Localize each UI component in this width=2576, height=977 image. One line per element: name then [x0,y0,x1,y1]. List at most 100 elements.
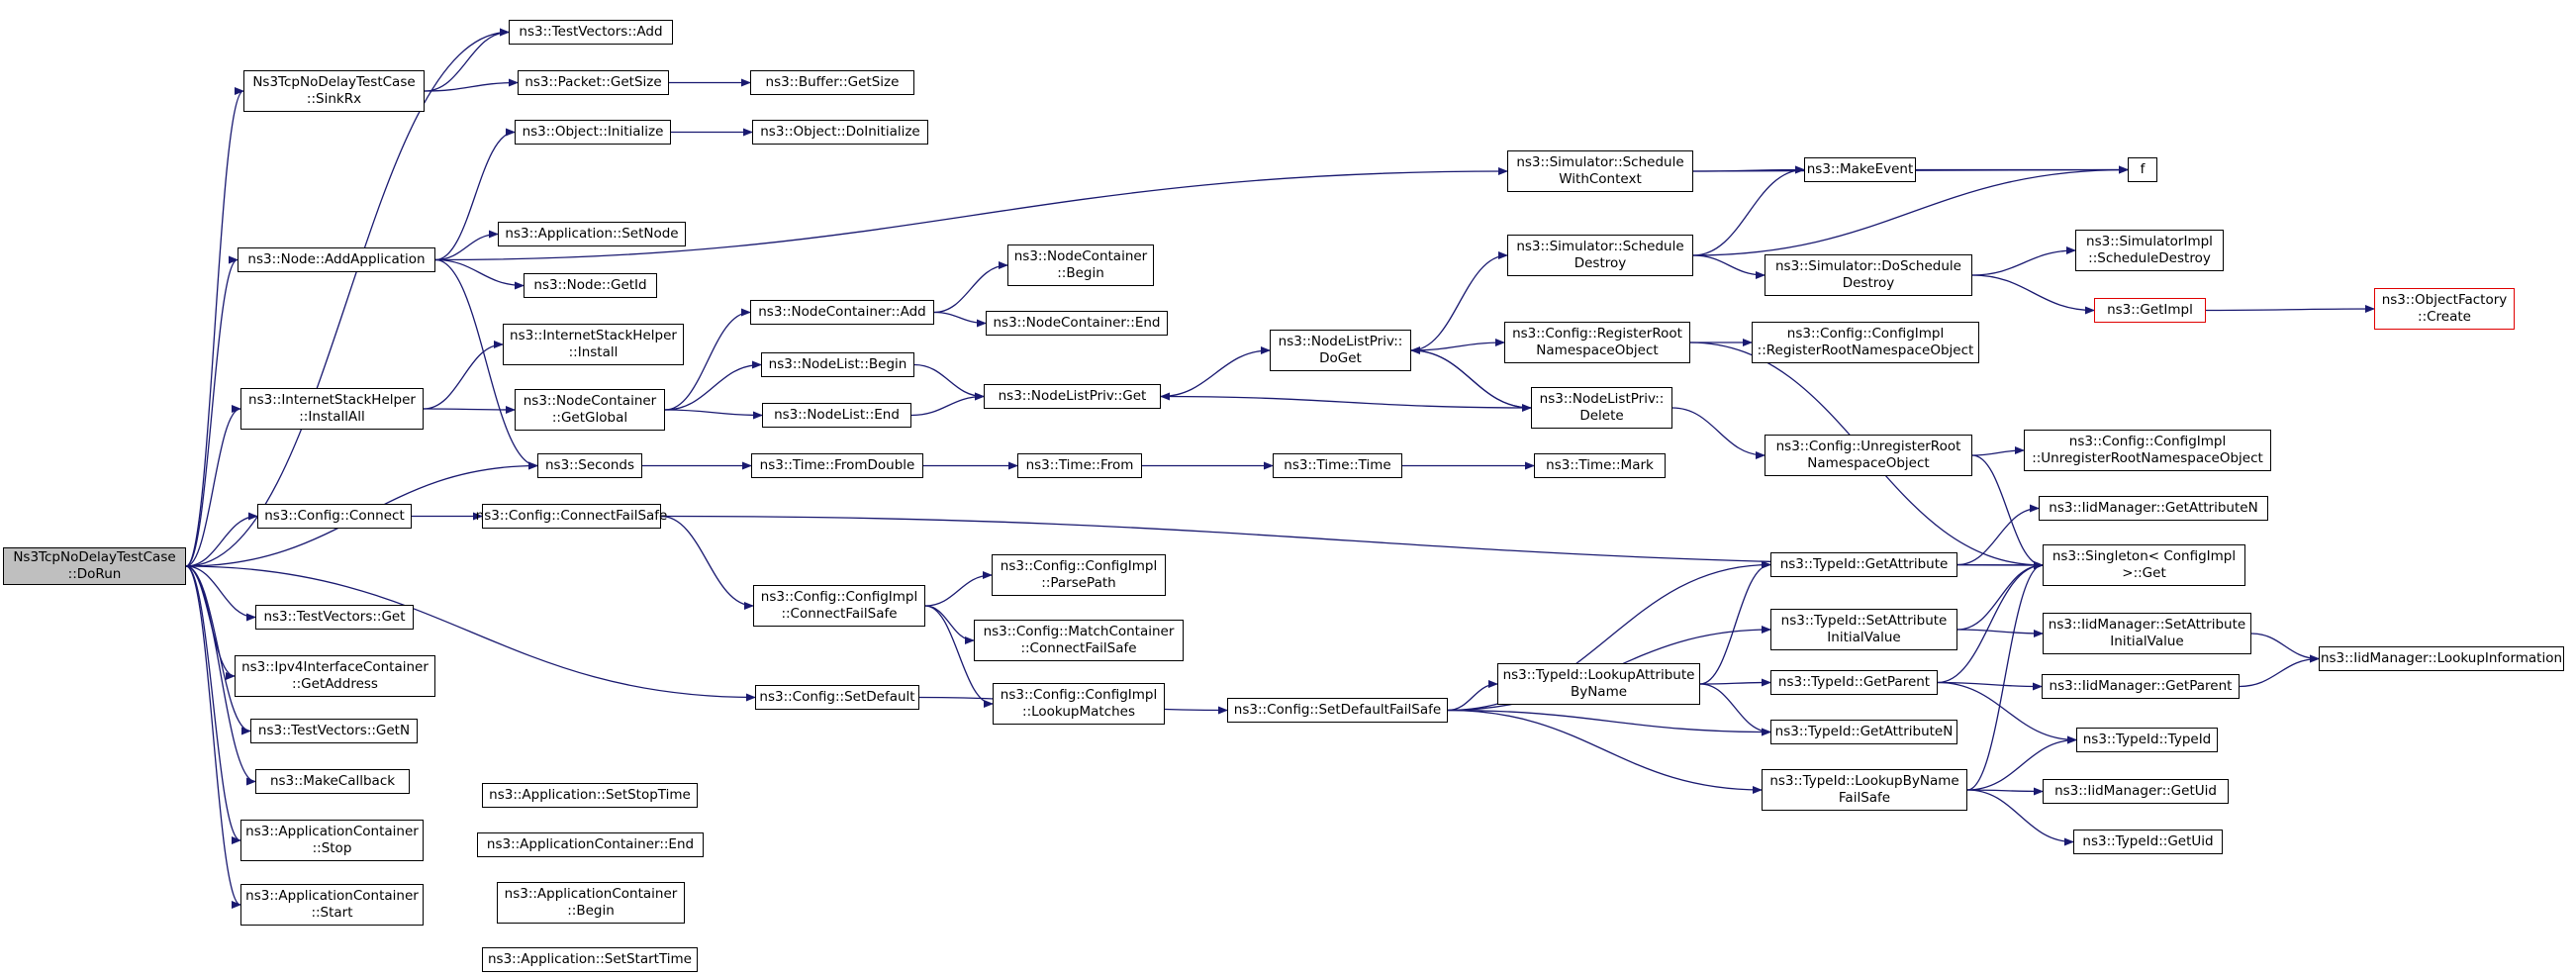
node-label: ns3::Config::SetDefaultFailSafe [1233,702,1442,718]
node-cfgimplparse[interactable]: ns3::Config::ConfigImpl::ParsePath [992,554,1166,596]
node-ishinstallall[interactable]: ns3::InternetStackHelper::InstallAll [240,388,424,430]
node-label: ns3::TypeId::GetAttributeN [1774,724,1954,739]
node-label: ::ConnectFailSafe [781,606,898,622]
node-cfgconnectfs[interactable]: ns3::Config::ConnectFailSafe [476,504,667,529]
node-ipv4getaddr[interactable]: ns3::Ipv4InterfaceContainer::GetAddress [235,655,435,697]
edge-nlpget-to-nlpdoget [1160,346,1271,398]
node-iidgetuid[interactable]: ns3::IidManager::GetUid [2043,779,2229,804]
node-cfgimplunreg[interactable]: ns3::Config::ConfigImpl::UnregisterRootN… [2024,430,2271,471]
node-appsetstart[interactable]: ns3::Application::SetStartTime [482,947,698,972]
node-label: ns3::Application::SetStartTime [488,951,692,967]
node-acstop[interactable]: ns3::ApplicationContainer::Stop [240,820,424,861]
node-bufsize[interactable]: ns3::Buffer::GetSize [750,70,914,95]
node-label: ns3::TestVectors::Get [263,609,406,625]
edge-root-to-ishinstallall [185,405,241,567]
node-cfgsetdefault[interactable]: ns3::Config::SetDefault [755,685,919,710]
node-fromdouble[interactable]: ns3::Time::FromDouble [751,453,923,478]
node-acstart[interactable]: ns3::ApplicationContainer::Start [240,884,424,926]
node-label: ns3::Config::ConfigImpl [1786,326,1945,342]
node-objdoinit[interactable]: ns3::Object::DoInitialize [752,120,928,145]
node-nlpdelete[interactable]: ns3::NodeListPriv::Delete [1531,387,1672,429]
node-label: ns3::TestVectors::GetN [257,723,411,738]
node-timefrom[interactable]: ns3::Time::From [1017,453,1142,478]
node-ishinstall[interactable]: ns3::InternetStackHelper::Install [503,324,684,365]
node-label: ::LookupMatches [1022,704,1135,720]
node-nlpget[interactable]: ns3::NodeListPriv::Get [984,384,1161,409]
node-nlpdoget[interactable]: ns3::NodeListPriv::DoGet [1270,330,1411,371]
node-label: ns3::NodeListPriv:: [1278,334,1403,349]
node-label: ns3::MakeEvent [1806,161,1914,177]
edge-tidgetparent-to-singleton [1937,561,2044,684]
node-timemark[interactable]: ns3::Time::Mark [1534,453,1666,478]
node-appsetnode[interactable]: ns3::Application::SetNode [498,222,686,246]
node-nlbegin[interactable]: ns3::NodeList::Begin [761,352,914,377]
node-label: ns3::Config::ConfigImpl [1000,687,1158,703]
node-label: ns3::NodeContainer::End [993,315,1161,331]
node-tidtypeid[interactable]: ns3::TypeId::TypeId [2076,728,2218,752]
node-label: ns3::SimulatorImpl [2086,234,2213,249]
node-tidgetparent[interactable]: ns3::TypeId::GetParent [1770,670,1938,695]
node-tidgetattr[interactable]: ns3::TypeId::GetAttribute [1770,552,1957,577]
edge-ncgetglobal-to-nlend [664,409,763,420]
edge-addapp-to-appsetnode [434,230,499,261]
node-acbegin[interactable]: ns3::ApplicationContainer::Begin [497,882,685,924]
node-makeevent[interactable]: ns3::MakeEvent [1804,157,1916,182]
node-label: ns3::IidManager::GetUid [2054,783,2217,799]
node-cfgimplconnectfs[interactable]: ns3::Config::ConfigImpl::ConnectFailSafe [753,585,925,627]
node-iidgetparent[interactable]: ns3::IidManager::GetParent [2042,674,2240,699]
node-label: ns3::TestVectors::Add [519,24,663,40]
node-label: ::Install [568,344,619,360]
node-matchcontainer[interactable]: ns3::Config::MatchContainer::ConnectFail… [974,620,1184,661]
node-simimplsched[interactable]: ns3::SimulatorImpl::ScheduleDestroy [2075,230,2224,271]
node-tvgetn[interactable]: ns3::TestVectors::GetN [250,719,418,743]
node-sinkrx[interactable]: Ns3TcpNoDelayTestCase::SinkRx [243,70,425,112]
node-objinit[interactable]: ns3::Object::Initialize [515,120,671,145]
node-tidgetuid[interactable]: ns3::TypeId::GetUid [2073,830,2223,854]
node-iidlookupinfo[interactable]: ns3::IidManager::LookupInformation [2319,646,2564,671]
node-singleton[interactable]: ns3::Singleton< ConfigImpl>::Get [2043,544,2245,586]
node-ncgetglobal[interactable]: ns3::NodeContainer::GetGlobal [515,389,665,431]
node-addapp[interactable]: ns3::Node::AddApplication [238,247,435,272]
node-tvget[interactable]: ns3::TestVectors::Get [255,605,414,630]
node-label: ::Stop [312,840,352,856]
node-cfgsetdefaultfs[interactable]: ns3::Config::SetDefaultFailSafe [1227,698,1448,723]
node-iidgetattrn[interactable]: ns3::IidManager::GetAttributeN [2039,496,2268,521]
node-ncend[interactable]: ns3::NodeContainer::End [986,311,1168,336]
node-ncbegin[interactable]: ns3::NodeContainer::Begin [1007,244,1154,286]
node-cfgimpllookup[interactable]: ns3::Config::ConfigImpl::LookupMatches [993,683,1165,725]
node-label: >::Get [2122,565,2166,581]
edge-root-to-acstart [185,565,241,909]
node-getimpl[interactable]: ns3::GetImpl [2094,298,2206,323]
node-appsetstop[interactable]: ns3::Application::SetStopTime [482,783,698,808]
node-nodegetid[interactable]: ns3::Node::GetId [524,273,657,298]
node-acend[interactable]: ns3::ApplicationContainer::End [477,832,704,857]
node-ncadd[interactable]: ns3::NodeContainer::Add [750,300,934,325]
node-tvadd[interactable]: ns3::TestVectors::Add [509,20,673,45]
node-cfgimplreg[interactable]: ns3::Config::ConfigImpl::RegisterRootNam… [1752,322,1979,363]
node-timetime[interactable]: ns3::Time::Time [1273,453,1402,478]
node-label: ns3::NodeListPriv:: [1539,391,1665,407]
node-f[interactable]: f [2128,157,2157,182]
node-seconds[interactable]: ns3::Seconds [537,453,642,478]
node-nlend[interactable]: ns3::NodeList::End [762,403,911,428]
node-label: ::SinkRx [306,91,362,107]
node-cfgconnect[interactable]: ns3::Config::Connect [257,504,412,529]
edge-cfgimplconnectfs-to-cfgimplparse [924,571,993,607]
node-tidgetattrn[interactable]: ns3::TypeId::GetAttributeN [1770,720,1957,744]
node-label: ::ConnectFailSafe [1020,640,1137,656]
edge-tidsetattrinit-to-singleton [1956,561,2044,631]
node-makecallback[interactable]: ns3::MakeCallback [255,769,410,794]
edge-tidgetparent-to-tidtypeid [1937,681,2077,744]
edge-nlpdelete-to-cfgunregroot [1671,407,1765,459]
node-pktsize[interactable]: ns3::Packet::GetSize [518,70,669,95]
node-objfactcreate[interactable]: ns3::ObjectFactory::Create [2374,288,2515,330]
